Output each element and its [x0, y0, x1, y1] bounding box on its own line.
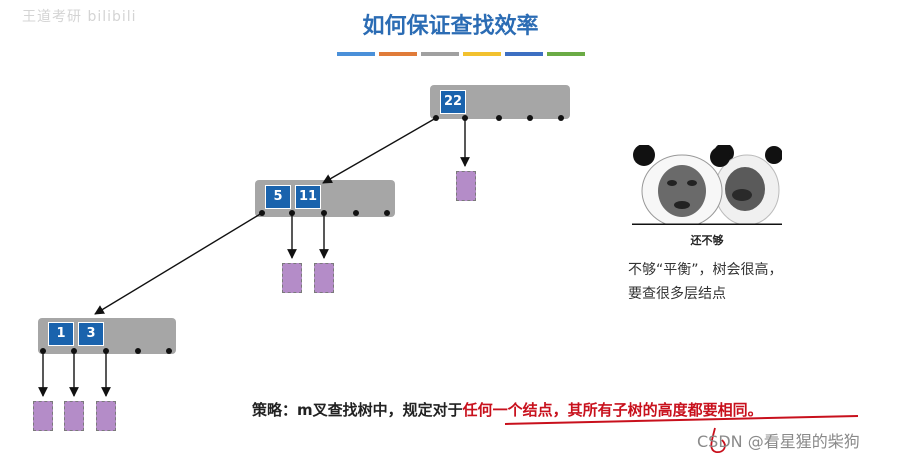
strategy-highlight: 任何一个结点，其所有子树的高度都要相同。: [462, 401, 763, 419]
leaf-node: [33, 401, 53, 431]
side-note: 不够“平衡”，树会很高，要查很多层结点: [628, 262, 783, 302]
leaf-node: [282, 263, 302, 293]
color-bar-2: [379, 52, 417, 56]
leaf-node: [456, 171, 476, 201]
color-bar-4: [463, 52, 501, 56]
color-bar-6: [547, 52, 585, 56]
panda-meme-icon: [632, 145, 782, 225]
node-key: 22: [440, 90, 466, 114]
color-bar-5: [505, 52, 543, 56]
strategy-prefix: 策略：m叉查找树中，规定对于: [252, 401, 463, 419]
csdn-watermark: CSDN @看星猩的柴狗: [697, 432, 860, 451]
color-bar-1: [337, 52, 375, 56]
color-bar-3: [421, 52, 459, 56]
leaf-node: [314, 263, 334, 293]
leaf-node: [96, 401, 116, 431]
leaf-node: [64, 401, 84, 431]
strategy-text: 策略：m叉查找树中，规定对于任何一个结点，其所有子树的高度都要相同。: [252, 399, 763, 420]
arrows: [38, 117, 470, 397]
page-title: 如何保证查找效率: [362, 14, 539, 39]
node-key: 11: [295, 185, 321, 209]
node-key: 1: [48, 322, 74, 346]
node-key: 3: [78, 322, 104, 346]
node-key: 5: [265, 185, 291, 209]
meme-caption: 还不够: [690, 234, 724, 247]
bilibili-watermark: 王道考研 bilibili: [22, 9, 137, 25]
